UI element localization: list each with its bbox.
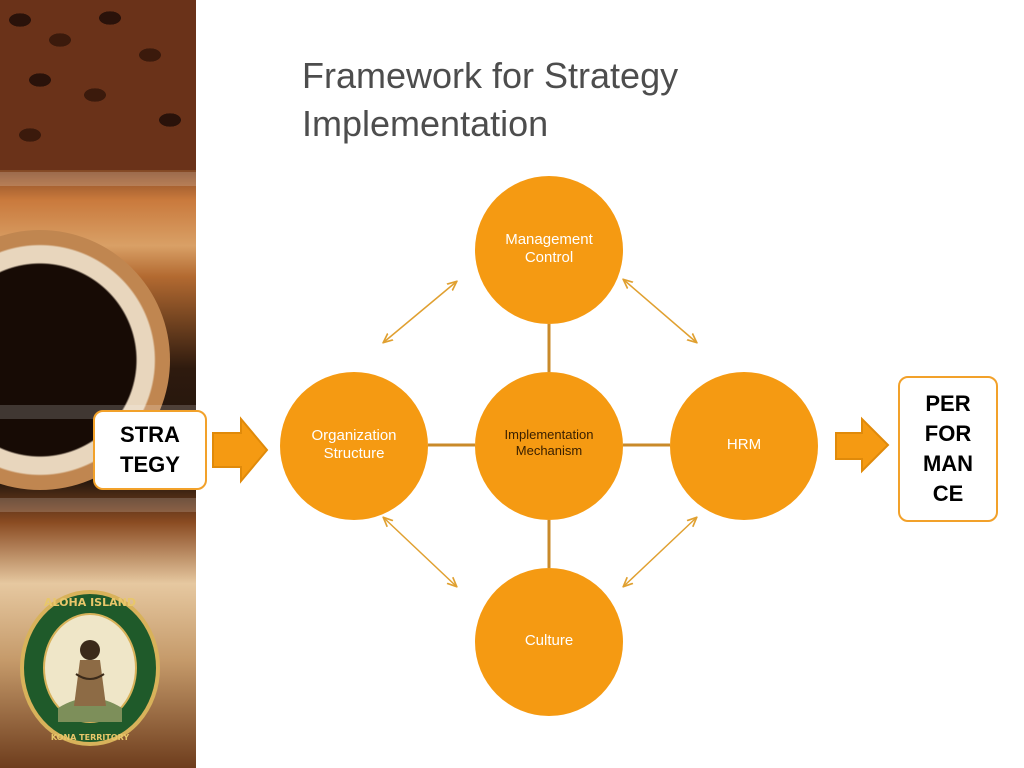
double-arrow-top-left bbox=[384, 282, 456, 342]
performance-box: PER FOR MAN CE bbox=[898, 376, 998, 522]
double-arrow-bottom-right bbox=[624, 518, 696, 586]
organization-structure-circle: Organization Structure bbox=[280, 372, 428, 520]
double-arrow-bottom-left bbox=[384, 518, 456, 586]
culture-circle: Culture bbox=[475, 568, 623, 716]
hrm-circle: HRM bbox=[670, 372, 818, 520]
strategy-box: STRA TEGY bbox=[93, 410, 207, 490]
double-arrow-top-right bbox=[624, 280, 696, 342]
culture-label: Culture bbox=[524, 632, 574, 649]
slide-title: Framework for Strategy Implementation bbox=[302, 55, 679, 144]
implementation-mechanism-circle: Implementation Mechanism bbox=[475, 372, 623, 520]
svg-text:ALOHA ISLAND: ALOHA ISLAND bbox=[44, 596, 136, 609]
output-block-arrow bbox=[835, 416, 890, 474]
photo-strip-band bbox=[0, 498, 196, 512]
photo-strip-band bbox=[0, 172, 196, 186]
input-block-arrow bbox=[212, 416, 269, 484]
aloha-island-coffee-logo: ALOHA ISLAND KONA TERRITORY bbox=[20, 590, 160, 746]
management-control-label: Management Control bbox=[505, 231, 593, 266]
hrm-label: HRM bbox=[726, 436, 762, 453]
management-control-circle: Management Control bbox=[475, 176, 623, 324]
coffee-beans-image bbox=[0, 0, 196, 170]
implementation-mechanism-label: Implementation Mechanism bbox=[504, 427, 594, 458]
decorative-sidebar-photo: ALOHA ISLAND KONA TERRITORY bbox=[0, 0, 196, 768]
organization-structure-label: Organization Structure bbox=[311, 427, 397, 462]
svg-text:KONA TERRITORY: KONA TERRITORY bbox=[51, 733, 130, 742]
